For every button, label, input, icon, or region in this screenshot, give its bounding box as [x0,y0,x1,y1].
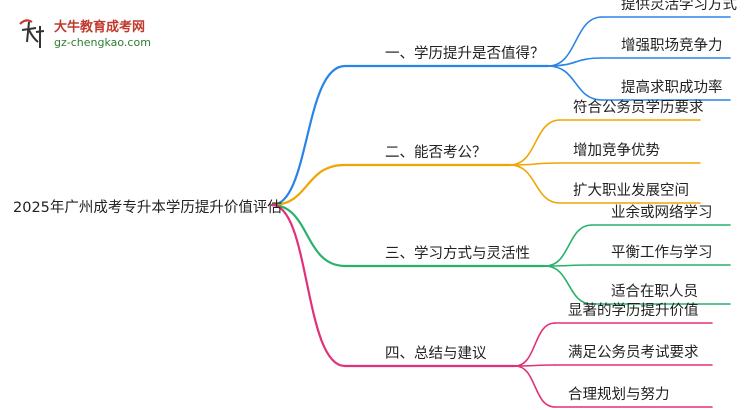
branch-connector [270,203,347,268]
leaf-label: 满足公务员考试要求 [568,345,699,361]
leaf-label: 显著的学历提升价值 [568,303,699,319]
leaf-label: 平衡工作与学习 [611,245,713,261]
leaf-label: 扩大职业发展空间 [573,183,689,199]
leaf-connector [547,65,603,101]
site-logo: 大牛教育成考网 gz-chengkao.com [16,14,216,54]
leaf-connector [509,119,561,166]
branch-connector [270,203,347,368]
logo-title: 大牛教育成考网 [54,20,146,35]
branch-label: 三、学习方式与灵活性 [385,246,530,262]
branch-connector [270,64,347,207]
leaf-label: 符合公务员学历要求 [573,100,704,116]
leaf-connector [514,365,556,408]
root-topic: 2025年广州成考专升本学历提升价值评估 [13,200,282,216]
leaf-label: 提供灵活学习方式 [621,0,737,13]
branch-connector [270,163,347,207]
leaf-connector [547,57,603,67]
leaf-label: 业余或网络学习 [611,205,713,221]
branch-label: 二、能否考公？ [385,145,487,161]
branch-label: 四、总结与建议 [385,346,487,362]
leaf-connector [544,224,593,267]
branch-label: 一、学历提升是否值得？ [385,46,545,62]
logo-mark-icon [19,19,45,48]
leaf-label: 增加竞争优势 [573,143,660,159]
leaf-label: 增强职场竞争力 [621,38,723,54]
leaf-connector [544,265,593,305]
leaf-connector [509,164,561,204]
leaf-label: 合理规划与努力 [568,387,670,403]
leaf-label: 适合在职人员 [611,284,698,300]
logo-url: gz-chengkao.com [54,36,151,49]
leaf-connector [514,322,556,367]
leaf-label: 提高求职成功率 [621,80,723,96]
leaf-connector [547,16,603,67]
